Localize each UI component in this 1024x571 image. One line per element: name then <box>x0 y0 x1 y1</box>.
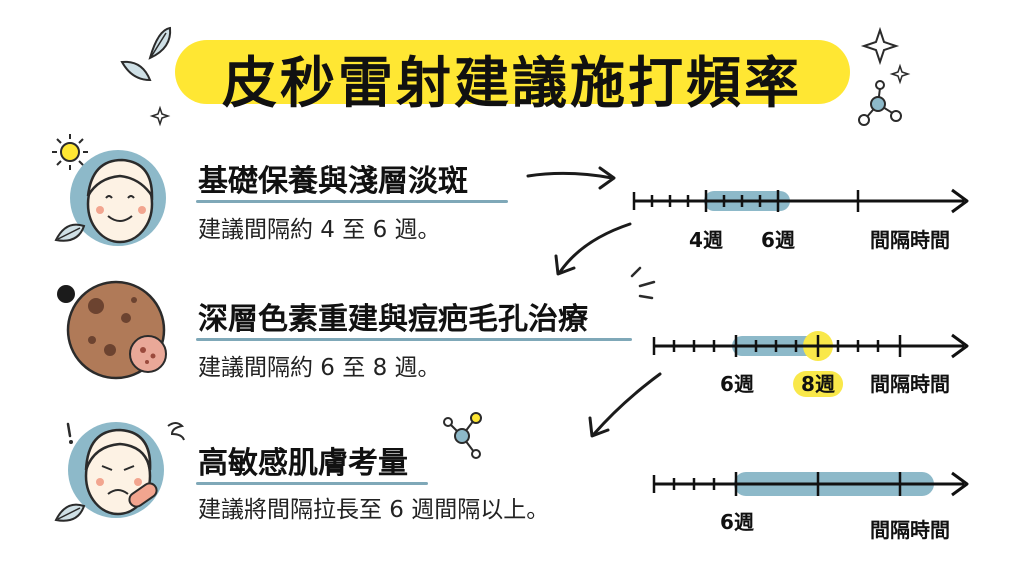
axis-label: 間隔時間 <box>870 228 950 252</box>
swirl-icon <box>167 422 185 441</box>
section-description: 建議間隔約 4 至 6 週。 <box>198 217 441 243</box>
emphasized-label: 8週 <box>793 371 843 397</box>
arrow-icon <box>554 222 632 276</box>
arrow-icon <box>526 166 616 190</box>
timeline-axis <box>652 471 969 497</box>
section-underline <box>196 482 428 485</box>
arrow-icon <box>588 372 662 438</box>
timeline-axis <box>632 188 969 214</box>
axis-label: 間隔時間 <box>870 518 950 542</box>
section-description: 建議間隔約 6 至 8 週。 <box>198 355 441 381</box>
section-heading: 深層色素重建與痘疤毛孔治療 <box>198 302 588 337</box>
tick-label: 4週 <box>689 228 723 252</box>
leaf-icon <box>120 26 172 82</box>
tick-label-emphasized: 8週 <box>793 368 843 397</box>
section-heading: 基礎保養與淺層淡斑 <box>198 164 468 199</box>
tick-label: 6週 <box>720 372 754 396</box>
bandage-icon <box>128 482 158 508</box>
page-title: 皮秒雷射建議施打頻率 <box>221 51 802 115</box>
emphasis-lines-icon <box>630 266 656 300</box>
sun-icon <box>52 134 88 170</box>
axis-label: 間隔時間 <box>870 372 950 396</box>
section-heading: 高敏感肌膚考量 <box>198 446 408 481</box>
exclamation-icon <box>66 422 73 444</box>
leaf-icon <box>54 223 86 242</box>
tick-label: 6週 <box>720 510 754 534</box>
happy-face-illustration <box>70 150 166 246</box>
pigmented-skin-illustration <box>66 280 167 380</box>
molecule-icon <box>443 412 482 459</box>
tick-label: 6週 <box>761 228 795 252</box>
sensitive-face-illustration <box>68 422 164 518</box>
sparkle-icon <box>149 26 911 127</box>
section-underline <box>196 200 508 203</box>
title-highlight <box>175 40 850 104</box>
dark-dot-icon <box>57 285 75 303</box>
leaf-icon <box>54 503 86 522</box>
title-area: 皮秒雷射建議施打頻率 <box>0 30 1024 115</box>
section-description: 建議將間隔拉長至 6 週間隔以上。 <box>198 497 550 523</box>
molecule-icon <box>858 80 902 126</box>
timeline-axis <box>652 331 969 361</box>
section-underline <box>196 338 632 341</box>
